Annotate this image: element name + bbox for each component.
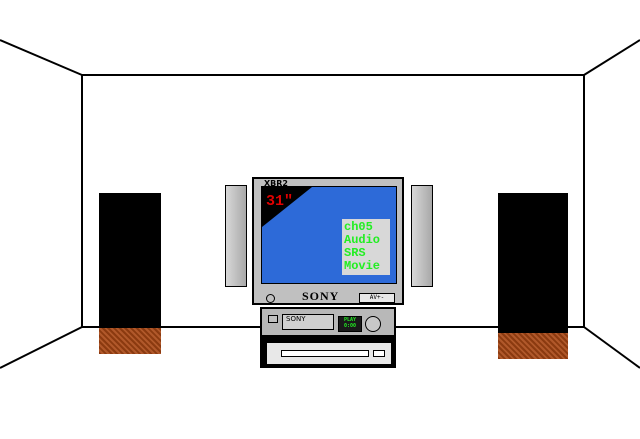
eject-icon[interactable] [268,315,278,323]
osd-item-audio[interactable]: Audio [344,233,381,247]
cd-player-unit[interactable] [260,337,396,368]
cd-open-button[interactable] [373,350,385,357]
tv-model-label: XBR2 [264,179,288,188]
right-speaker-base [498,332,568,359]
osd-menu[interactable]: ch05 Audio SRS Movie [342,219,390,275]
right-tower-speaker[interactable] [498,193,568,359]
power-button-icon[interactable] [266,294,275,303]
vcr-tape-slot[interactable]: SONY [282,314,334,330]
television[interactable]: XBR2 31" ch05 Audio SRS Movie SONY AV+- [252,177,404,305]
screen-size-label: 31" [266,193,294,210]
left-satellite-speaker[interactable] [225,185,247,287]
osd-item-movie[interactable]: Movie [344,259,381,273]
dial-knob-icon[interactable] [365,316,381,332]
tv-screen[interactable]: 31" ch05 Audio SRS Movie [261,186,397,284]
tv-brand-logo: SONY [302,289,340,303]
screen-corner-graphic [262,187,312,227]
av-control-panel[interactable]: AV+- [359,293,395,303]
osd-item-channel[interactable]: ch05 [344,220,373,234]
cd-player-front-panel [266,342,392,365]
vcr-display: PLAY 0:00 [338,316,362,332]
left-speaker-base [99,327,161,354]
vcr-brand-label: SONY [286,315,306,323]
vcr-display-time: 0:00 [343,323,357,329]
left-tower-speaker[interactable] [99,193,161,354]
cd-tray[interactable] [281,350,369,357]
osd-item-srs[interactable]: SRS [344,246,366,260]
vcr-display-status: PLAY [343,317,357,323]
right-satellite-speaker[interactable] [411,185,433,287]
vcr-unit[interactable]: SONY PLAY 0:00 [260,307,396,337]
